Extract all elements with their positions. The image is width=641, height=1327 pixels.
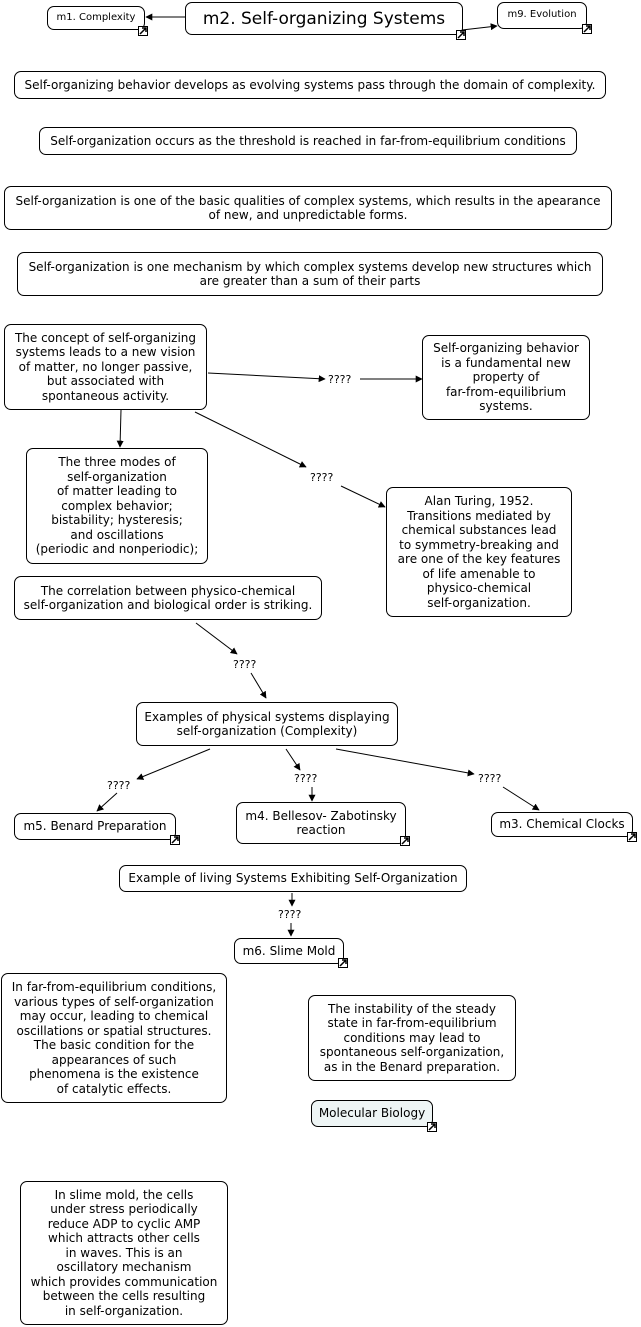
node-alan-turing[interactable]: Alan Turing, 1952. Transitions mediated … [386, 487, 572, 617]
node-catalytic-effects[interactable]: In far-from-equilibrium conditions, vari… [1, 973, 227, 1103]
node-m4-bellesov-zabotinsky[interactable]: m4. Bellesov- Zabotinsky reaction [236, 802, 406, 844]
node-concept-new-vision[interactable]: The concept of self-organizing systems l… [4, 324, 207, 410]
arrow-correlation-to-q3 [195, 622, 238, 655]
node-three-modes[interactable]: The three modes of self-organization of … [26, 448, 208, 564]
node-domain-of-complexity[interactable]: Self-organizing behavior develops as evo… [14, 71, 606, 99]
node-m3-chemical-clocks[interactable]: m3. Chemical Clocks [491, 812, 633, 837]
node-label: Self-organization occurs as the threshol… [50, 133, 566, 148]
arrow-concept-to-q2 [194, 411, 307, 468]
node-label: The three modes of self-organization of … [35, 455, 199, 557]
link-label-q1: ???? [326, 373, 354, 386]
node-label: Molecular Biology [318, 1106, 426, 1121]
arrow-examples-to-q4 [136, 748, 211, 780]
arrow-concept-to-modes [116, 409, 124, 448]
arrow-q6-to-m3 [502, 786, 540, 811]
node-new-structures[interactable]: Self-organization is one mechanism by wh… [17, 252, 603, 296]
arrow-q2-to-turing [340, 485, 386, 508]
external-link-icon[interactable] [627, 832, 637, 842]
node-label: Self-organization is one of the basic qu… [15, 193, 601, 223]
external-link-icon[interactable] [427, 1122, 437, 1132]
node-m9-evolution[interactable]: m9. Evolution [497, 2, 587, 29]
external-link-icon[interactable] [138, 26, 148, 36]
external-link-icon[interactable] [456, 30, 466, 40]
external-link-icon[interactable] [582, 24, 592, 34]
node-label: The correlation between physico-chemical… [23, 583, 313, 613]
node-label: Self-organizing behavior develops as evo… [24, 77, 596, 92]
node-m5-benard-preparation[interactable]: m5. Benard Preparation [14, 813, 176, 840]
node-instability-steady-state[interactable]: The instability of the steady state in f… [308, 995, 516, 1081]
node-label: Examples of physical systems displaying … [144, 709, 390, 739]
external-link-icon[interactable] [400, 836, 410, 846]
link-label-q5: ???? [292, 772, 320, 785]
node-living-systems[interactable]: Example of living Systems Exhibiting Sel… [119, 865, 467, 892]
node-label: m6. Slime Mold [242, 943, 336, 958]
node-slime-mold-cells[interactable]: In slime mold, the cells under stress pe… [20, 1181, 228, 1325]
node-label: Self-organization is one mechanism by wh… [28, 259, 592, 289]
arrow-concept-to-q1 [207, 372, 326, 383]
node-label: m4. Bellesov- Zabotinsky reaction [245, 808, 397, 838]
node-label: In far-from-equilibrium conditions, vari… [11, 980, 217, 1096]
node-m1-label: m1. Complexity [56, 11, 136, 23]
node-basic-qualities[interactable]: Self-organization is one of the basic qu… [4, 186, 612, 230]
arrow-examples-to-q6 [335, 748, 475, 777]
node-fundamental-property[interactable]: Self-organizing behavior is a fundamenta… [422, 335, 590, 420]
node-m6-slime-mold[interactable]: m6. Slime Mold [234, 938, 344, 964]
node-m2-label: m2. Self-organizing Systems [202, 8, 446, 29]
arrow-q3-to-examples [250, 672, 267, 699]
link-label-q4: ???? [105, 779, 133, 792]
node-label: In slime mold, the cells under stress pe… [30, 1187, 218, 1318]
node-molecular-biology[interactable]: Molecular Biology [311, 1100, 433, 1127]
link-label-q2: ???? [308, 471, 336, 484]
node-label: The instability of the steady state in f… [319, 1001, 505, 1074]
arrow-q4-to-m5 [96, 792, 118, 812]
node-label: m3. Chemical Clocks [499, 817, 625, 832]
node-label: m5. Benard Preparation [23, 819, 167, 834]
node-m9-label: m9. Evolution [507, 9, 577, 21]
external-link-icon[interactable] [338, 958, 348, 968]
node-label: Self-organizing behavior is a fundamenta… [433, 341, 579, 414]
node-m1-complexity[interactable]: m1. Complexity [47, 6, 145, 30]
node-label: Example of living Systems Exhibiting Sel… [128, 871, 458, 886]
link-label-q7: ???? [276, 908, 304, 921]
link-label-q3: ???? [231, 658, 259, 671]
arrow-examples-to-q5 [285, 748, 301, 771]
node-correlation[interactable]: The correlation between physico-chemical… [14, 576, 322, 620]
node-m2-self-organizing-systems[interactable]: m2. Self-organizing Systems [185, 2, 463, 35]
arrow-m2-to-m9 [461, 23, 498, 31]
link-label-q6: ???? [476, 772, 504, 785]
node-threshold-far-from-equilibrium[interactable]: Self-organization occurs as the threshol… [39, 127, 577, 155]
node-examples-physical-systems[interactable]: Examples of physical systems displaying … [136, 702, 398, 746]
node-label: The concept of self-organizing systems l… [14, 330, 197, 403]
node-label: Alan Turing, 1952. Transitions mediated … [397, 494, 561, 610]
external-link-icon[interactable] [170, 835, 180, 845]
